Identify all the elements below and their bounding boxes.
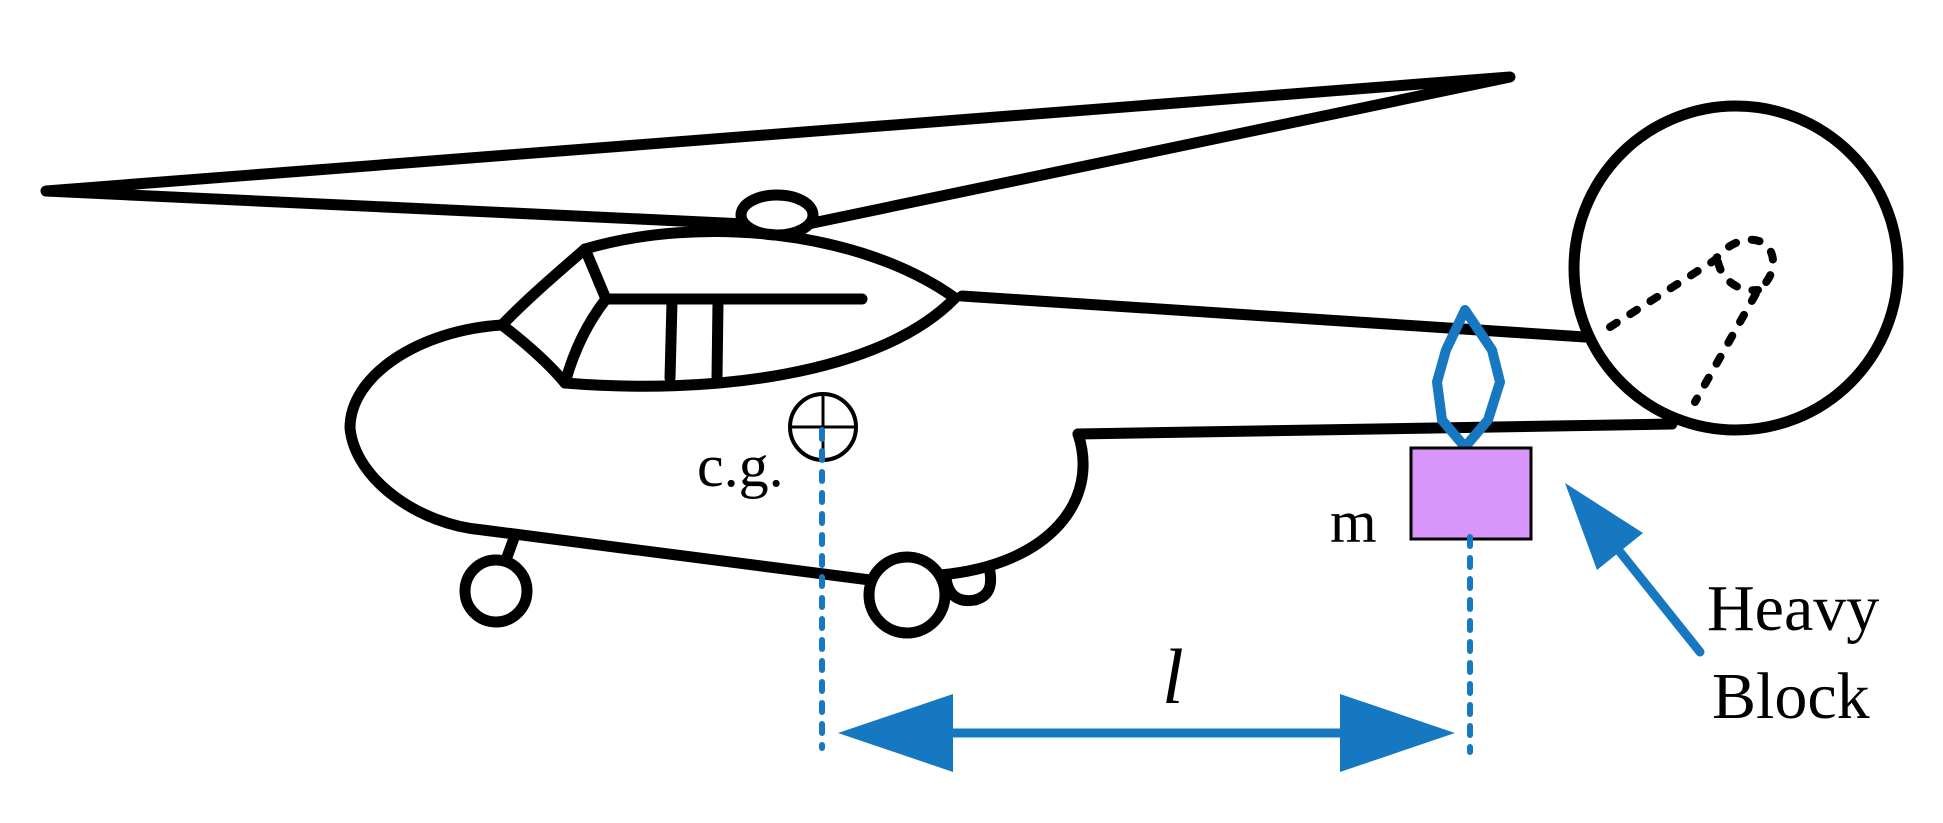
tail-boom-upper — [956, 290, 1591, 343]
tail-rotor-blade-dotted-inner — [1714, 258, 1762, 295]
length-arrowhead-right — [1340, 694, 1455, 772]
main-rotor — [40, 71, 1516, 241]
heavy-block-label-line2: Block — [1712, 660, 1870, 733]
length-dimension-arrow — [838, 694, 1455, 772]
tail-rotor-blade-dotted — [1606, 235, 1777, 406]
fuselage — [344, 225, 1678, 607]
canopy-top — [579, 225, 961, 304]
canopy-bottom — [559, 292, 961, 392]
heavy-block — [1409, 446, 1533, 541]
pointer-arrowhead — [1565, 483, 1643, 570]
main-rotor-blade — [40, 71, 1516, 230]
windshield — [496, 243, 591, 331]
length-arrowhead-left — [838, 694, 953, 772]
mass-label: m — [1330, 489, 1377, 555]
tail-boom-lower — [1072, 418, 1678, 440]
main-wheel — [863, 551, 951, 639]
nose-wheel — [459, 554, 533, 628]
windshield-lower — [496, 319, 571, 389]
window-frame — [559, 243, 868, 389]
heavy-block-pointer — [1565, 483, 1705, 657]
nose — [344, 319, 876, 586]
cg-label: c.g. — [697, 433, 784, 499]
heavy-block-label-line1: Heavy — [1707, 572, 1879, 645]
tail-rotor-disc — [1568, 100, 1904, 436]
length-label: l — [1162, 633, 1184, 720]
pointer-shaft — [1603, 532, 1705, 657]
belly — [934, 428, 1089, 581]
